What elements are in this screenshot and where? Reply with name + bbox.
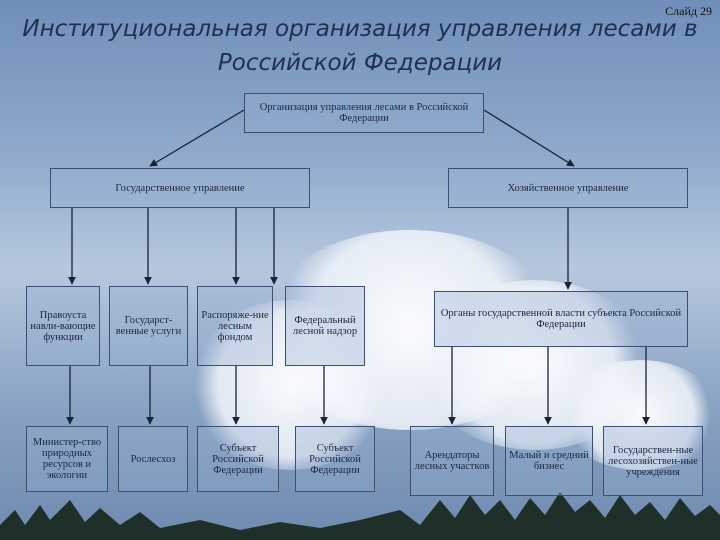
rosleskhoz-box: Рослесхоз <box>118 426 188 492</box>
forest-silhouette <box>0 492 720 540</box>
forest-supervision-box: Федеральный лесной надзор <box>285 286 365 366</box>
state-forest-institutions-box: Государствен-ные лесохозяйствен-ные учре… <box>603 426 703 496</box>
rights-functions-box: Правоуста навли-вающие функции <box>26 286 100 366</box>
state-management-box: Государственное управление <box>50 168 310 208</box>
cloud-shape <box>560 360 720 470</box>
arrow-root-to-state <box>149 109 245 167</box>
cloud-shape <box>190 300 390 470</box>
slide-title: Институциональная организация управления… <box>22 16 698 76</box>
state-services-box: Государст-венные услуги <box>109 286 188 366</box>
regional-authorities-box: Органы государственной власти субъекта Р… <box>434 291 688 347</box>
ministry-box: Министер-ство природных ресурсов и эколо… <box>26 426 108 492</box>
economic-management-box: Хозяйственное управление <box>448 168 688 208</box>
arrow-root-to-economic <box>483 109 575 167</box>
federal-subject-box-2: Субъект Российской Федерации <box>295 426 375 492</box>
forest-tenants-box: Арендаторы лесных участков <box>410 426 494 496</box>
slide-number: Слайд 29 <box>665 4 712 18</box>
root-box: Организация управления лесами в Российск… <box>244 93 484 133</box>
forest-fund-disposal-box: Распоряже-ние лесным фондом <box>197 286 273 366</box>
federal-subject-box: Субъект Российской Федерации <box>197 426 279 492</box>
small-business-box: Малый и средний бизнес <box>505 426 593 496</box>
